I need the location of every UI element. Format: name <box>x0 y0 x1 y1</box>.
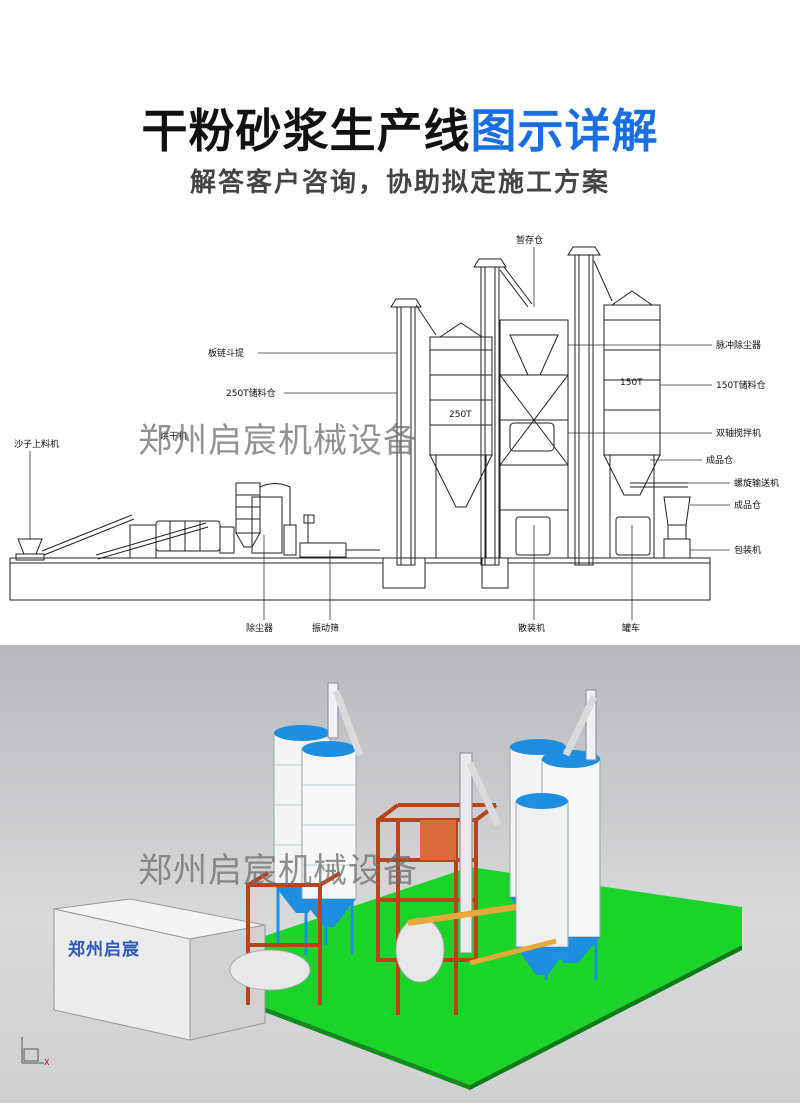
green-floor <box>238 867 742 1085</box>
render-3d: X 郑州启宸机械设备 <box>0 645 800 1103</box>
page-subtitle: 解答客户咨询，协助拟定施工方案 <box>189 168 610 198</box>
label-temp-bin: 暂存仓 <box>516 234 543 246</box>
chain-elevator-1 <box>390 298 437 566</box>
tank-center <box>395 917 445 983</box>
mixing-tower <box>499 319 569 559</box>
axis-x-label: X <box>44 1058 50 1067</box>
label-twin-shaft-mixer: 双轴搅拌机 <box>716 427 761 439</box>
label-silo-150t: 150T储料仓 <box>716 379 766 391</box>
screw-conveyor-3d <box>407 904 517 926</box>
label-bulk-loader: 散装机 <box>518 622 545 634</box>
chain-elevator-3 <box>567 246 613 566</box>
sand-loader <box>15 514 135 561</box>
axis-gizmo <box>21 1037 44 1064</box>
label-sand-loader: 沙子上料机 <box>14 438 59 450</box>
silo-250t <box>429 322 493 558</box>
silo-150t <box>603 290 661 558</box>
vibrating-screen <box>299 514 380 558</box>
warehouse-logo: 郑州启宸 <box>68 940 140 960</box>
label-packer: 包装机 <box>734 544 761 556</box>
elevator-left <box>327 682 364 757</box>
silo-right-3 <box>515 793 569 975</box>
dust-collector <box>235 482 297 556</box>
label-tanker: 罐车 <box>622 622 640 634</box>
title-part-blue: 图示详解 <box>470 104 659 158</box>
label-vibrating-screen: 振动筛 <box>312 622 339 634</box>
label-pulse-collector: 脉冲除尘器 <box>716 339 761 351</box>
tank <box>229 949 311 991</box>
dryer-frame-3d <box>246 871 342 1005</box>
label-silo-250t: 250T储料仓 <box>226 387 276 399</box>
elevator-center <box>459 752 502 954</box>
silo-150t-mark: 150T <box>620 378 643 388</box>
silo-250t-mark: 250T <box>449 410 472 420</box>
watermark: 郑州启宸机械设备 <box>138 421 418 461</box>
title-part-black: 干粉砂浆生产线 <box>141 104 471 158</box>
ground-slab <box>9 557 711 601</box>
label-dust-collector: 除尘器 <box>246 622 273 634</box>
label-dryer: 烘干机 <box>160 430 187 442</box>
schematic-drawing: 250T 150T 沙子上料机 板链斗提 250T储料仓 暂存仓 脉冲除尘器 1… <box>0 225 800 635</box>
silo-left-2 <box>301 741 357 955</box>
packing-section <box>630 482 691 559</box>
header: 干粉砂浆生产线图示详解 解答客户咨询，协助拟定施工方案 <box>0 0 800 225</box>
label-product-bin-1: 成品仓 <box>706 454 733 466</box>
elevator-right <box>562 689 598 761</box>
watermark-render: 郑州启宸机械设备 <box>138 851 418 891</box>
mixer-box <box>420 820 456 860</box>
label-screw-conveyor: 螺旋输送机 <box>734 477 779 489</box>
render-svg: X <box>21 682 742 1090</box>
page-title: 干粉砂浆生产线图示详解 <box>0 95 800 161</box>
schematic-svg: 250T 150T 沙子上料机 板链斗提 250T储料仓 暂存仓 脉冲除尘器 1… <box>9 234 779 634</box>
label-product-bin-2: 成品仓 <box>734 499 761 511</box>
dryer-drum <box>129 520 235 559</box>
chain-elevator-2 <box>473 258 533 566</box>
label-chain-elevator: 板链斗提 <box>208 347 244 359</box>
